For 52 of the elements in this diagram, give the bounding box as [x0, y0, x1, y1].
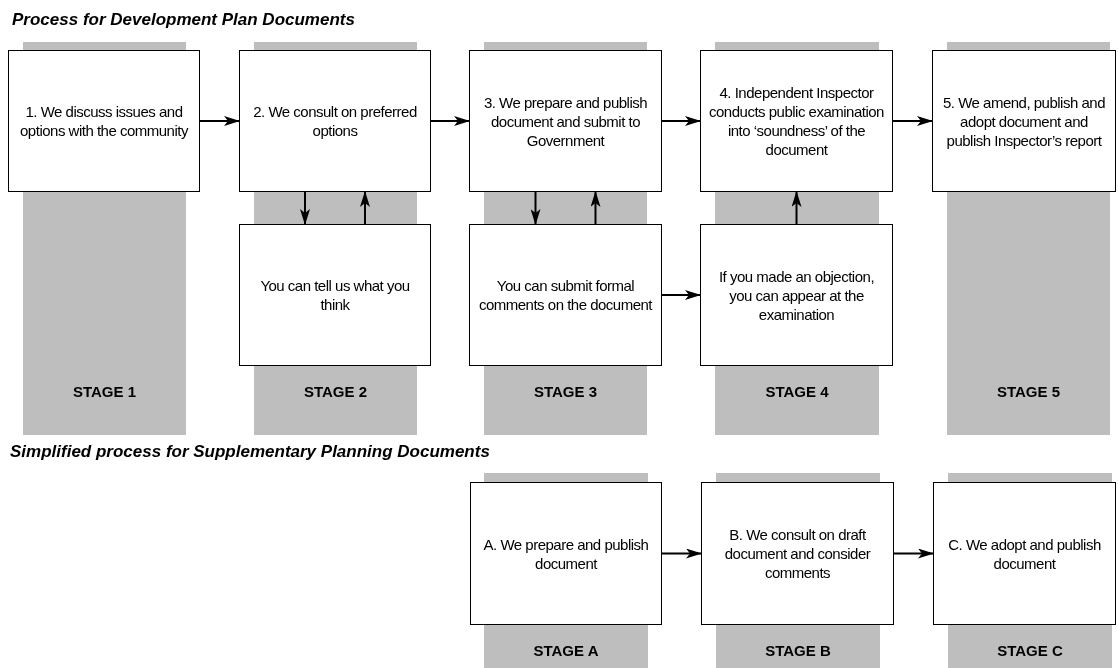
box-text: 1. We discuss issues and options with the community [19, 102, 190, 140]
stage-band [254, 366, 417, 435]
stage-label: STAGE 5 [995, 383, 1062, 400]
arrow [791, 191, 802, 225]
arrow [892, 116, 933, 126]
process-box [701, 482, 894, 625]
process-box [469, 50, 662, 192]
process-box [932, 50, 1116, 192]
process-box [239, 50, 431, 192]
box-text: You can tell us what you think [259, 276, 411, 314]
process-box [700, 224, 893, 366]
process-box [470, 482, 662, 625]
box-text: If you made an objection, you can appear at the examination [717, 266, 876, 324]
stage-label: STAGE 4 [764, 383, 830, 400]
stage-band [716, 625, 880, 668]
arrow [530, 191, 541, 225]
process-box [239, 224, 431, 366]
box-text: 5. We amend, publish and adopt document and publish Inspector’s report [942, 92, 1106, 150]
stage-label: STAGE 3 [532, 383, 599, 400]
process-box [700, 50, 893, 192]
box-text: B. We consult on draft document and consider comments [723, 525, 872, 582]
arrow [661, 290, 701, 300]
process-box [469, 224, 662, 366]
box-text: C. We adopt and publish document [947, 534, 1102, 573]
section-heading: Simplified process for Supplementary Planning Documents [10, 442, 490, 462]
stage-label: STAGE 1 [71, 383, 138, 400]
stage-band [947, 192, 1110, 435]
arrow [661, 116, 701, 126]
diagram-title: Process for Development Plan Documents [12, 10, 355, 30]
stage-label: STAGE C [996, 642, 1064, 659]
box-text: A. We prepare and publish document [482, 534, 650, 573]
stage-label: STAGE B [764, 642, 832, 659]
box-text: You can submit formal comments on the document [477, 276, 654, 314]
stage-band [715, 366, 879, 435]
box-text: 2. We consult on preferred options [252, 102, 418, 140]
stage-band [484, 366, 647, 435]
box-text: 4. Independent Inspector conducts public examination into ‘soundness’ of the document [708, 83, 885, 159]
arrow [300, 191, 310, 225]
process-box [933, 482, 1116, 625]
stage-label: STAGE A [532, 642, 600, 659]
stage-band [484, 625, 648, 668]
arrow [199, 116, 240, 126]
arrow [661, 548, 702, 559]
arrow [590, 191, 601, 225]
box-text: 3. We prepare and publish document and submit to Government [482, 92, 649, 150]
process-box [8, 50, 200, 192]
arrow [360, 191, 370, 225]
stage-band [23, 192, 186, 435]
arrow [893, 548, 934, 559]
stage-label: STAGE 2 [302, 383, 369, 400]
arrow [430, 116, 470, 126]
stage-band [948, 625, 1112, 668]
